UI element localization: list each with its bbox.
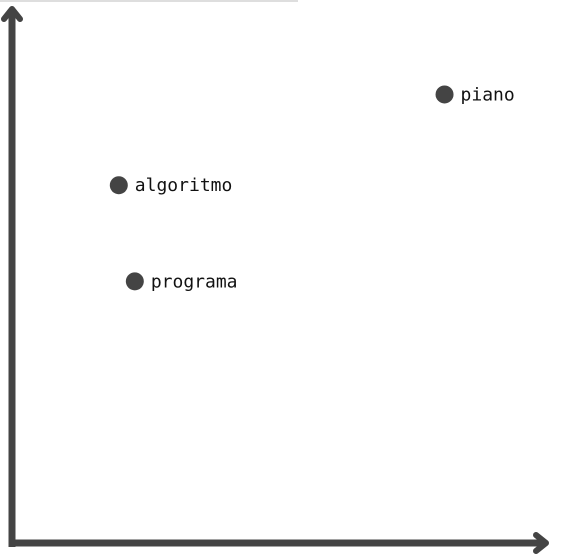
point-label: programa bbox=[151, 271, 238, 292]
point-label: piano bbox=[461, 84, 515, 105]
data-point-algoritmo: algoritmo bbox=[109, 175, 233, 196]
x-axis bbox=[9, 532, 549, 554]
point-marker bbox=[435, 85, 454, 104]
data-point-programa: programa bbox=[125, 271, 238, 292]
data-points: piano algoritmo programa bbox=[109, 84, 515, 292]
y-axis bbox=[1, 6, 23, 547]
y-axis-arrow-icon bbox=[1, 6, 23, 22]
point-label: algoritmo bbox=[135, 175, 233, 196]
point-marker bbox=[125, 272, 144, 291]
data-point-piano: piano bbox=[435, 84, 515, 105]
x-axis-arrow-icon bbox=[533, 532, 549, 554]
top-border bbox=[0, 0, 298, 2]
point-marker bbox=[109, 176, 128, 195]
